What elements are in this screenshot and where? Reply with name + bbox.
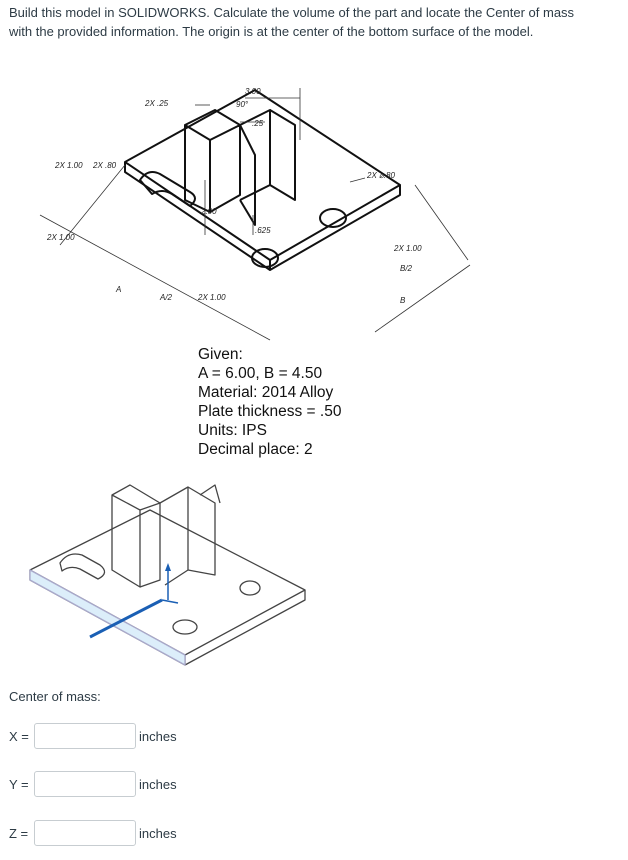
- question-line-2: with the provided information. The origi…: [9, 24, 534, 39]
- given-block: Given: A = 6.00, B = 4.50 Material: 2014…: [198, 345, 341, 459]
- y-label: Y =: [9, 776, 29, 792]
- dim-b-2: B/2: [400, 264, 413, 273]
- dimensioned-drawing: 3.00 90° .25 2X .25 2X 1.00 2X .80 2X 1.…: [39, 87, 471, 341]
- dim-a: A: [115, 285, 121, 294]
- dim-2x-1-00-bottom: 2X 1.00: [197, 293, 226, 302]
- wall-left: [184, 124, 211, 213]
- hole-right: [319, 208, 347, 228]
- given-heading: Given:: [198, 346, 243, 363]
- dim-2x-80: 2X .80: [92, 161, 117, 170]
- hole-front: [251, 248, 279, 268]
- center-of-mass-label: Center of mass:: [9, 689, 101, 704]
- y-row: Y = inches: [9, 769, 177, 799]
- axis-triad: [89, 563, 179, 639]
- x-label: X =: [9, 728, 29, 744]
- dim-2x-25: 2X .25: [144, 99, 169, 108]
- given-a-b: A = 6.00, B = 4.50: [198, 365, 323, 382]
- given-material: Material: 2014 Alloy: [198, 384, 334, 401]
- dim-b: B: [400, 296, 406, 305]
- dim-25: .25: [252, 119, 264, 128]
- y-input[interactable]: [34, 771, 136, 797]
- slot: [139, 171, 196, 207]
- z-label: Z =: [9, 825, 29, 841]
- dim-90: 90°: [236, 100, 249, 109]
- y-unit: inches: [139, 776, 177, 792]
- model-plate-front-face: [29, 569, 186, 666]
- dim-2x-1-00-top: 2X 1.00: [54, 161, 83, 170]
- given-decimal: Decimal place: 2: [198, 441, 313, 458]
- dim-3-00: 3.00: [245, 87, 261, 96]
- x-input[interactable]: [34, 723, 136, 749]
- z-row: Z = inches: [9, 818, 177, 848]
- dim-625: .625: [255, 226, 271, 235]
- z-unit: inches: [139, 825, 177, 841]
- dim-2x-dia-80: 2X ⌀.80: [366, 171, 395, 180]
- dim-2-00: 2.00: [200, 207, 217, 216]
- given-thickness: Plate thickness = .50: [198, 403, 342, 420]
- dim-2x-1-00-right: 2X 1.00: [393, 244, 422, 253]
- model-view: [29, 484, 306, 666]
- question-line-1: Build this model in SOLIDWORKS. Calculat…: [9, 5, 575, 20]
- dim-2x-1-00-left: 2X 1.00: [46, 233, 75, 242]
- given-units: Units: IPS: [198, 422, 267, 439]
- x-row: X = inches: [9, 721, 177, 751]
- dim-a-2: A/2: [159, 293, 173, 302]
- x-unit: inches: [139, 728, 177, 744]
- z-input[interactable]: [34, 820, 136, 846]
- question-text: Build this model in SOLIDWORKS. Calculat…: [9, 3, 609, 41]
